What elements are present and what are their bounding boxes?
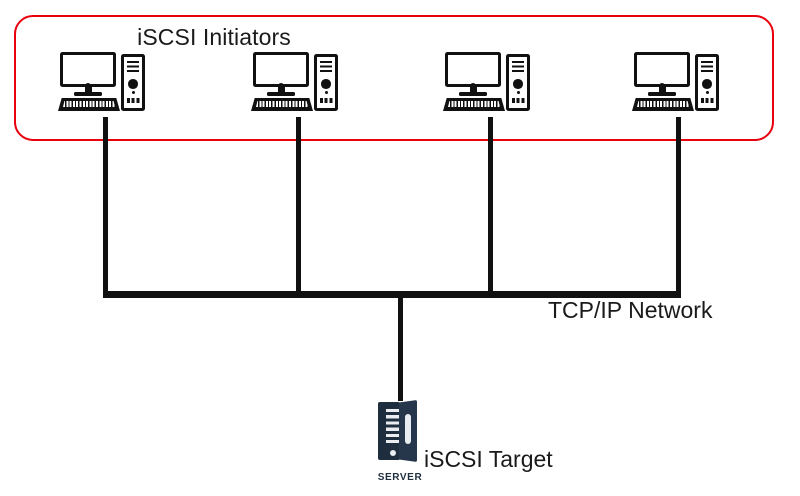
initiator-group-title: iSCSI Initiators	[137, 24, 291, 50]
tcpip-network-label: TCP/IP Network	[548, 297, 713, 323]
server-front-panel	[378, 402, 400, 460]
monitor-stand-base	[74, 92, 102, 96]
monitor-stand-base	[267, 92, 295, 96]
monitor-screen	[445, 52, 501, 87]
connector-initiator-4	[676, 117, 681, 295]
server-power-led-icon	[390, 450, 396, 456]
status-led-icon	[324, 91, 328, 94]
monitor-logo-icon	[278, 83, 284, 89]
connector-initiator-3	[488, 117, 493, 295]
status-led-icon	[705, 91, 709, 94]
connector-initiator-1	[103, 117, 108, 295]
power-button-icon	[702, 79, 712, 89]
monitor-icon	[253, 52, 309, 96]
connector-iscsi-target	[398, 291, 403, 401]
monitor-screen	[634, 52, 690, 87]
initiator-node-3	[443, 52, 543, 114]
iscsi-target-label: iSCSI Target	[424, 446, 553, 472]
monitor-icon	[634, 52, 690, 96]
power-button-icon	[128, 79, 138, 89]
keyboard-icon	[632, 98, 694, 111]
monitor-icon	[445, 52, 501, 96]
keyboard-keys	[256, 100, 308, 107]
monitor-stand-base	[459, 92, 487, 96]
tower-vents-icon	[320, 61, 332, 75]
initiator-node-1	[58, 52, 158, 114]
server-drive-bays-icon	[386, 409, 400, 445]
tower-case-icon	[695, 54, 719, 111]
monitor-stand-neck	[84, 87, 92, 92]
keyboard-icon	[443, 98, 505, 111]
monitor-stand-base	[648, 92, 676, 96]
tower-vents-icon	[701, 61, 713, 75]
server-vent-slot-icon	[405, 414, 411, 444]
power-button-icon	[321, 79, 331, 89]
tower-vents-icon	[512, 61, 524, 75]
front-ports-icon	[511, 97, 525, 103]
front-ports-icon	[700, 97, 714, 103]
connector-initiator-2	[296, 117, 301, 295]
status-led-icon	[131, 91, 135, 94]
front-ports-icon	[126, 97, 140, 103]
iscsi-target-server-icon	[374, 400, 426, 462]
keyboard-icon	[251, 98, 313, 111]
keyboard-keys	[637, 100, 689, 107]
monitor-screen	[253, 52, 309, 87]
initiator-node-4	[632, 52, 732, 114]
monitor-stand-neck	[277, 87, 285, 92]
status-led-icon	[516, 91, 520, 94]
monitor-icon	[60, 52, 116, 96]
monitor-logo-icon	[85, 83, 91, 89]
tower-case-icon	[506, 54, 530, 111]
power-button-icon	[513, 79, 523, 89]
keyboard-keys	[63, 100, 115, 107]
server-caption: SERVER	[377, 472, 423, 483]
keyboard-icon	[58, 98, 120, 111]
tower-case-icon	[121, 54, 145, 111]
initiator-group-box	[14, 15, 774, 141]
monitor-stand-neck	[469, 87, 477, 92]
tcpip-network-bus	[103, 291, 681, 298]
tower-vents-icon	[127, 61, 139, 75]
monitor-logo-icon	[659, 83, 665, 89]
monitor-logo-icon	[470, 83, 476, 89]
tower-case-icon	[314, 54, 338, 111]
monitor-screen	[60, 52, 116, 87]
keyboard-keys	[448, 100, 500, 107]
monitor-stand-neck	[658, 87, 666, 92]
front-ports-icon	[319, 97, 333, 103]
initiator-node-2	[251, 52, 351, 114]
